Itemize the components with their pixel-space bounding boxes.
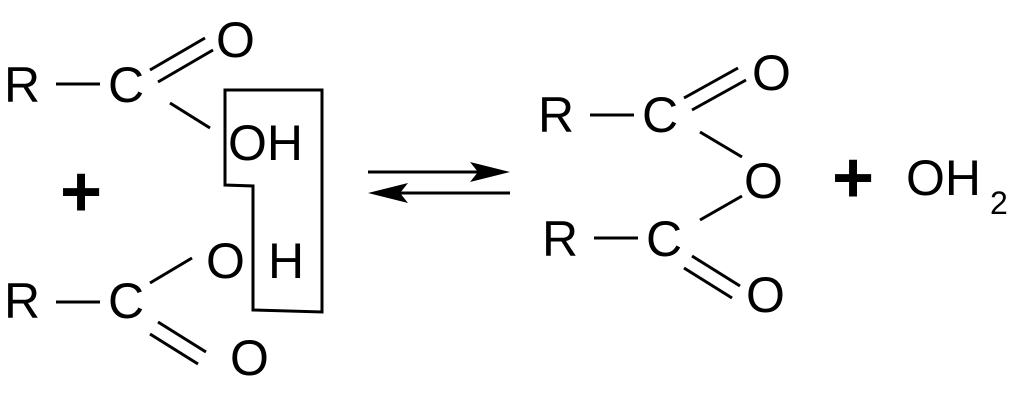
acid-bottom-c-oh-bond [149,256,193,285]
acid-top: R C O OH [4,12,303,171]
acid-bottom-hydroxyl-h-label: H [268,233,304,289]
acid-top-c-oh-bond [169,101,211,130]
acid-bottom-carbonyl-o-label: O [230,330,269,386]
acid-top-co-double-bond-1 [149,36,206,72]
acid-bottom-c-label: C [108,273,144,329]
equilibrium-arrow [368,162,510,203]
reverse-arrow-head [368,183,408,203]
forward-arrow-head [470,162,510,182]
anhydride-top-c-label: C [642,87,678,143]
anhydride-top-co-double-bond-2 [691,78,747,112]
water-label: OH [906,150,981,206]
acid-bottom-r-label: R [4,273,40,329]
anhydride-bridge-o-label: O [744,153,783,209]
anhydride-bottom-co-double-bond-1 [691,254,741,288]
anhydride-top-c-bridge-bond [699,130,743,159]
acid-top-carbonyl-o-label: O [216,12,255,68]
anhydride-bridge-bottom-c-bond [699,194,743,222]
anhydride-bottom-o-label: O [746,267,785,323]
anhydride-bottom-co-double-bond-2 [683,266,733,300]
acid-bottom-hydroxyl-o-label: O [206,233,245,289]
acid-bottom: R C O H O [4,233,304,386]
acid-top-hydroxyl-label: OH [228,115,303,171]
anhydride-top-co-double-bond-1 [683,66,739,100]
water-elimination-box [223,88,324,314]
reactant-plus-sign: + [60,152,102,232]
acid-top-co-double-bond-2 [157,48,214,84]
acid-top-c-label: C [108,57,144,113]
acid-top-r-label: R [4,57,40,113]
anhydride-product: R C O O R C O [538,45,791,323]
acid-bottom-co-double-bond-2 [149,332,199,366]
product-plus-sign: + [832,138,874,218]
anhydride-bottom-c-label: C [646,211,682,267]
anhydride-top-o-label: O [752,45,791,101]
water-subscript: 2 [990,185,1008,221]
water-product: OH 2 [906,150,1008,221]
anhydride-top-r-label: R [538,87,574,143]
anhydride-bottom-r-label: R [542,211,578,267]
acid-bottom-co-double-bond-1 [157,320,207,354]
